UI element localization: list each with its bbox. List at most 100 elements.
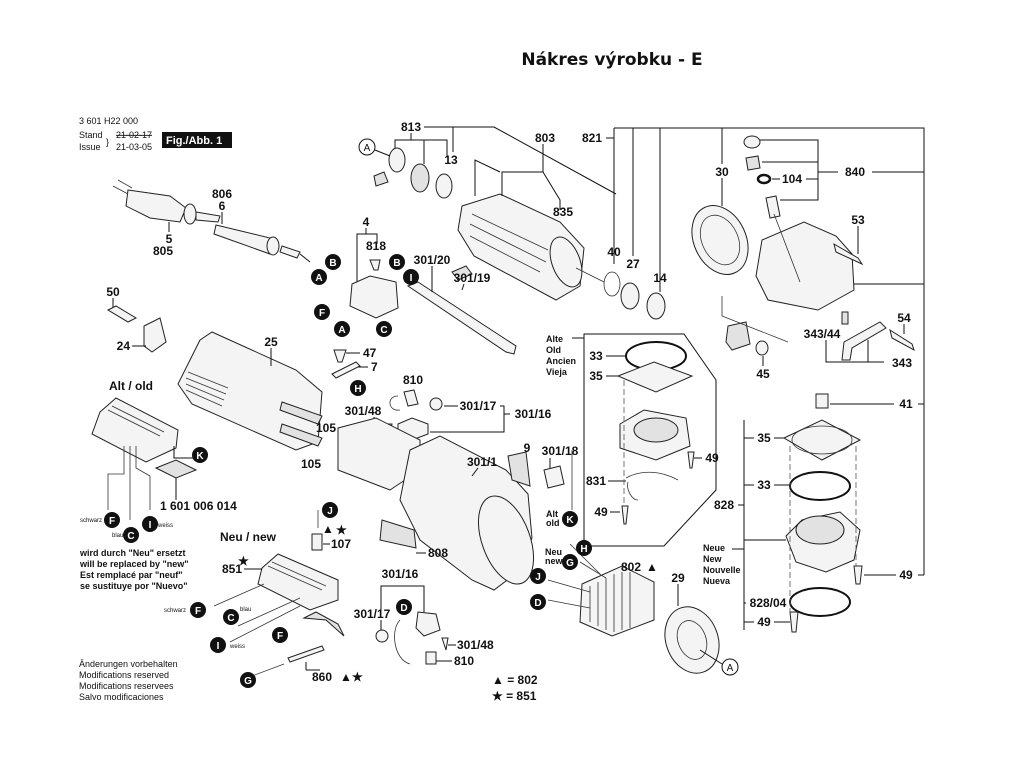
alte-line-0: Alte xyxy=(546,334,563,344)
label-35b: 35 xyxy=(757,431,771,445)
label-105b: 105 xyxy=(301,457,321,471)
label-860: 860 xyxy=(312,670,332,684)
label-831: 831 xyxy=(586,474,606,488)
label-343-44: 343/44 xyxy=(804,327,841,341)
terminal-105a xyxy=(279,401,323,425)
connector-I-old: I xyxy=(142,516,158,532)
terminal-105b xyxy=(279,423,323,447)
svg-text:J: J xyxy=(535,572,541,583)
circlip-40 xyxy=(603,271,621,297)
ring-27 xyxy=(620,282,640,310)
svg-text:B: B xyxy=(329,258,336,269)
label-1601006014: 1 601 006 014 xyxy=(160,499,237,513)
mod-line-es: Salvo modificaciones xyxy=(79,692,164,702)
brush-holder-group: 810 301/48 301/17 301/16 xyxy=(345,373,552,441)
connector-K-stator: K xyxy=(562,511,578,527)
svg-text:B: B xyxy=(393,258,400,269)
screw-818 xyxy=(369,259,381,271)
screw-49c xyxy=(853,565,863,585)
wire-860-bracket xyxy=(302,611,345,637)
svg-text:I: I xyxy=(149,520,152,531)
svg-text:H: H xyxy=(580,544,587,555)
label-27: 27 xyxy=(626,257,640,271)
screw-50 xyxy=(106,305,138,323)
switch-4 xyxy=(349,275,399,319)
neue-line-0: Neue xyxy=(703,543,725,553)
legend: ▲ = 802 ★ = 851 xyxy=(492,673,538,703)
figure-label: Fig./Abb. 1 xyxy=(166,135,222,147)
armature-835 xyxy=(457,193,585,301)
spring-301-17b xyxy=(375,629,389,643)
part-107 xyxy=(311,533,323,551)
connector-C-switch: C xyxy=(376,321,392,337)
plug-collar xyxy=(183,203,197,225)
brush-group-lower: 301/16 301/17 301/48 810 xyxy=(354,567,494,668)
bracket-group: 50 24 xyxy=(106,285,167,353)
plate-9 xyxy=(507,451,531,487)
brush-clip xyxy=(373,171,389,187)
legend-triangle: ▲ = 802 xyxy=(492,673,538,687)
stator-group: 802 ▲ 29 xyxy=(547,450,720,674)
cap-45 xyxy=(755,340,769,356)
label-54: 54 xyxy=(897,311,911,325)
connector-J-stator: J xyxy=(530,568,546,584)
slider-301-20 xyxy=(406,281,517,355)
lock-button xyxy=(743,135,761,149)
gear-head xyxy=(755,221,855,311)
label-301-48: 301/48 xyxy=(345,404,382,418)
stand-date: 21-02-17 xyxy=(116,130,152,140)
connector-A-top: A xyxy=(358,138,376,156)
shield-808 xyxy=(379,519,417,549)
label-301-19: 301/19 xyxy=(454,271,491,285)
label-13: 13 xyxy=(444,153,458,167)
note-line-de: wird durch "Neu" ersetzt xyxy=(79,548,186,558)
connector-C-new: C xyxy=(223,609,239,625)
label-5: 5 xyxy=(166,232,173,246)
label-802: 802 xyxy=(621,560,641,574)
o-ring-104 xyxy=(756,173,772,185)
label-301-16b: 301/16 xyxy=(382,567,419,581)
svg-text:C: C xyxy=(127,531,134,542)
label-828: 828 xyxy=(714,498,734,512)
armature-fan xyxy=(549,236,583,288)
gasket-35a xyxy=(616,361,694,393)
lock-pin xyxy=(765,195,781,219)
svg-text:A: A xyxy=(315,273,322,284)
neue-line-1: New xyxy=(703,554,723,564)
spindle-lock-group: 104 840 xyxy=(743,135,924,219)
spindle-nut xyxy=(725,321,751,351)
label-851: 851 xyxy=(222,562,242,576)
bearing-813a xyxy=(388,147,406,173)
old-small: old xyxy=(546,518,560,528)
svg-text:H: H xyxy=(354,384,361,395)
wire-weiss-new: weiss xyxy=(229,644,245,650)
page-title: Nákres výrobku - E xyxy=(521,50,703,70)
sleeve-860 xyxy=(287,645,325,663)
connector-F-new: F xyxy=(190,602,206,618)
triangle-802: ▲ xyxy=(646,560,658,574)
connector-F-old: F xyxy=(104,512,120,528)
stator-802 xyxy=(579,565,655,637)
svg-text:F: F xyxy=(195,606,201,617)
wire-weiss-old: weiss xyxy=(157,523,173,529)
label-49b: 49 xyxy=(594,505,608,519)
star-860: ★ xyxy=(352,670,363,684)
label-33b: 33 xyxy=(757,478,771,492)
bearing-13 xyxy=(435,173,453,199)
bearing-813b xyxy=(410,163,430,193)
neu-small: Neu xyxy=(545,547,562,557)
electronic-module-new xyxy=(257,553,339,611)
label-835: 835 xyxy=(553,205,573,219)
part-number: 3 601 H22 000 xyxy=(79,116,138,126)
label-806: 806 xyxy=(212,187,232,201)
connector-B-cord: B xyxy=(325,254,341,270)
spring-343-44 xyxy=(841,311,849,325)
header-block: 3 601 H22 000 Stand Issue } 21-02-17 21-… xyxy=(79,116,232,152)
neue-line-3: Nueva xyxy=(703,576,731,586)
svg-text:C: C xyxy=(380,325,387,336)
label-24: 24 xyxy=(117,339,131,353)
connector-C-old: C xyxy=(123,527,139,543)
issue-label: Issue xyxy=(79,142,101,152)
label-821: 821 xyxy=(582,131,602,145)
label-25: 25 xyxy=(264,335,278,349)
